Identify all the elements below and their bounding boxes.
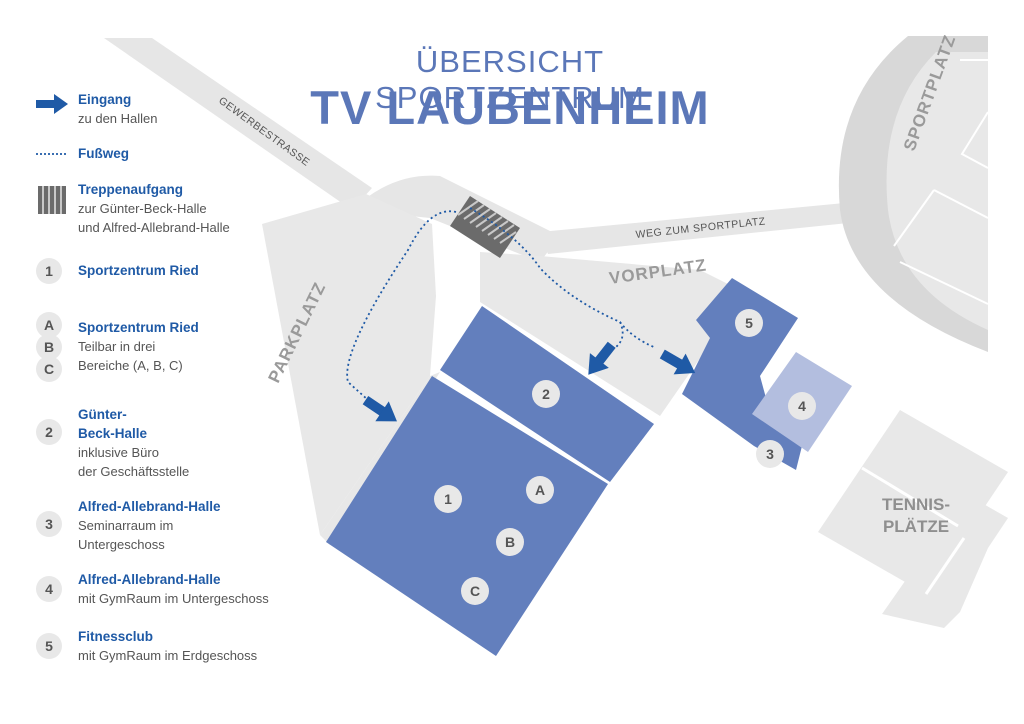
entrance-arrow-building-1 bbox=[362, 395, 397, 422]
legend-item-5-sub1: mit GymRaum im Erdgeschoss bbox=[78, 648, 258, 663]
vorplatz-area bbox=[480, 252, 728, 416]
label-tennis-1: TENNIS- bbox=[882, 495, 950, 514]
tennisplaetze-area bbox=[818, 410, 1008, 628]
svg-text:5: 5 bbox=[745, 315, 753, 331]
label-tennis-2: PLÄTZE bbox=[883, 517, 949, 536]
footpath-line-icon bbox=[36, 153, 68, 155]
legend-item-4-title: Alfred-Allebrand-Halle bbox=[78, 572, 221, 587]
marker-1: 1 bbox=[434, 485, 462, 513]
legend-stairs-sub1: zur Günter-Beck-Halle bbox=[78, 201, 207, 216]
marker-5: 5 bbox=[735, 309, 763, 337]
page-title-line2: TV LAUBENHEIM bbox=[310, 81, 710, 134]
page-title-line1: ÜBERSICHT SPORTZENTRUM bbox=[375, 44, 645, 115]
legend-item-3-sub2: Untergeschoss bbox=[78, 537, 165, 552]
legend-number-5: 5 bbox=[36, 633, 62, 659]
weg-zum-sportplatz bbox=[540, 202, 858, 254]
fussweg-left bbox=[346, 210, 457, 401]
legend-item-1-title: Sportzentrum Ried bbox=[78, 263, 199, 278]
legend-stairs-sub2: und Alfred-Allebrand-Halle bbox=[78, 220, 230, 235]
entrance-arrow-building-2 bbox=[588, 341, 616, 375]
entrance-arrow-icon bbox=[36, 94, 68, 114]
legend-number-1: 1 bbox=[36, 258, 62, 284]
svg-text:1: 1 bbox=[444, 491, 452, 507]
legend-item-3-title: Alfred-Allebrand-Halle bbox=[78, 499, 221, 514]
legend-stairs-title: Treppenaufgang bbox=[78, 182, 184, 197]
treppenaufgang bbox=[450, 196, 520, 258]
marker-2: 2 bbox=[532, 380, 560, 408]
building-1 bbox=[326, 376, 608, 656]
stairs-icon bbox=[38, 186, 66, 214]
legend-entrance-sub: zu den Hallen bbox=[78, 111, 158, 126]
svg-text:2: 2 bbox=[542, 386, 550, 402]
legend-item-2-sub1: inklusive Büro bbox=[78, 445, 159, 460]
marker-3: 3 bbox=[756, 440, 784, 468]
marker-b: B bbox=[496, 528, 524, 556]
gewerbestrasse-road bbox=[104, 38, 372, 210]
legend-entrance-title: Eingang bbox=[78, 92, 132, 107]
marker-4: 4 bbox=[788, 392, 816, 420]
sportplatz-area bbox=[838, 36, 989, 352]
legend-number-2: 2 bbox=[36, 419, 62, 445]
legend-number-3: 3 bbox=[36, 511, 62, 537]
legend-letter-b: B bbox=[36, 334, 62, 360]
svg-text:4: 4 bbox=[798, 398, 806, 414]
legend-footpath-title: Fußweg bbox=[78, 146, 129, 161]
legend-item-abc-sub1: Teilbar in drei bbox=[78, 339, 156, 354]
legend-item-5-title: Fitnessclub bbox=[78, 629, 154, 644]
legend-item-3-sub1: Seminarraum im bbox=[78, 518, 174, 533]
legend-item-2-sub2: der Geschäftsstelle bbox=[78, 464, 190, 479]
svg-text:3: 3 bbox=[766, 446, 774, 462]
legend-item-4-sub1: mit GymRaum im Untergeschoss bbox=[78, 591, 269, 606]
legend-letter-a: A bbox=[36, 312, 62, 338]
marker-a: A bbox=[526, 476, 554, 504]
svg-text:A: A bbox=[535, 482, 545, 498]
legend-letter-c: C bbox=[36, 356, 62, 382]
legend-number-4: 4 bbox=[36, 576, 62, 602]
legend-item-abc-sub2: Bereiche (A, B, C) bbox=[78, 358, 183, 373]
marker-c: C bbox=[461, 577, 489, 605]
entrance-arrow-building-5 bbox=[659, 349, 696, 375]
fussweg-right-branch bbox=[619, 321, 657, 349]
svg-text:B: B bbox=[505, 534, 515, 550]
legend-item-abc-title: Sportzentrum Ried bbox=[78, 320, 199, 335]
legend-item-2-title1: Günter- bbox=[78, 407, 127, 422]
legend-item-2-title2: Beck-Halle bbox=[78, 426, 148, 441]
svg-text:C: C bbox=[470, 583, 480, 599]
